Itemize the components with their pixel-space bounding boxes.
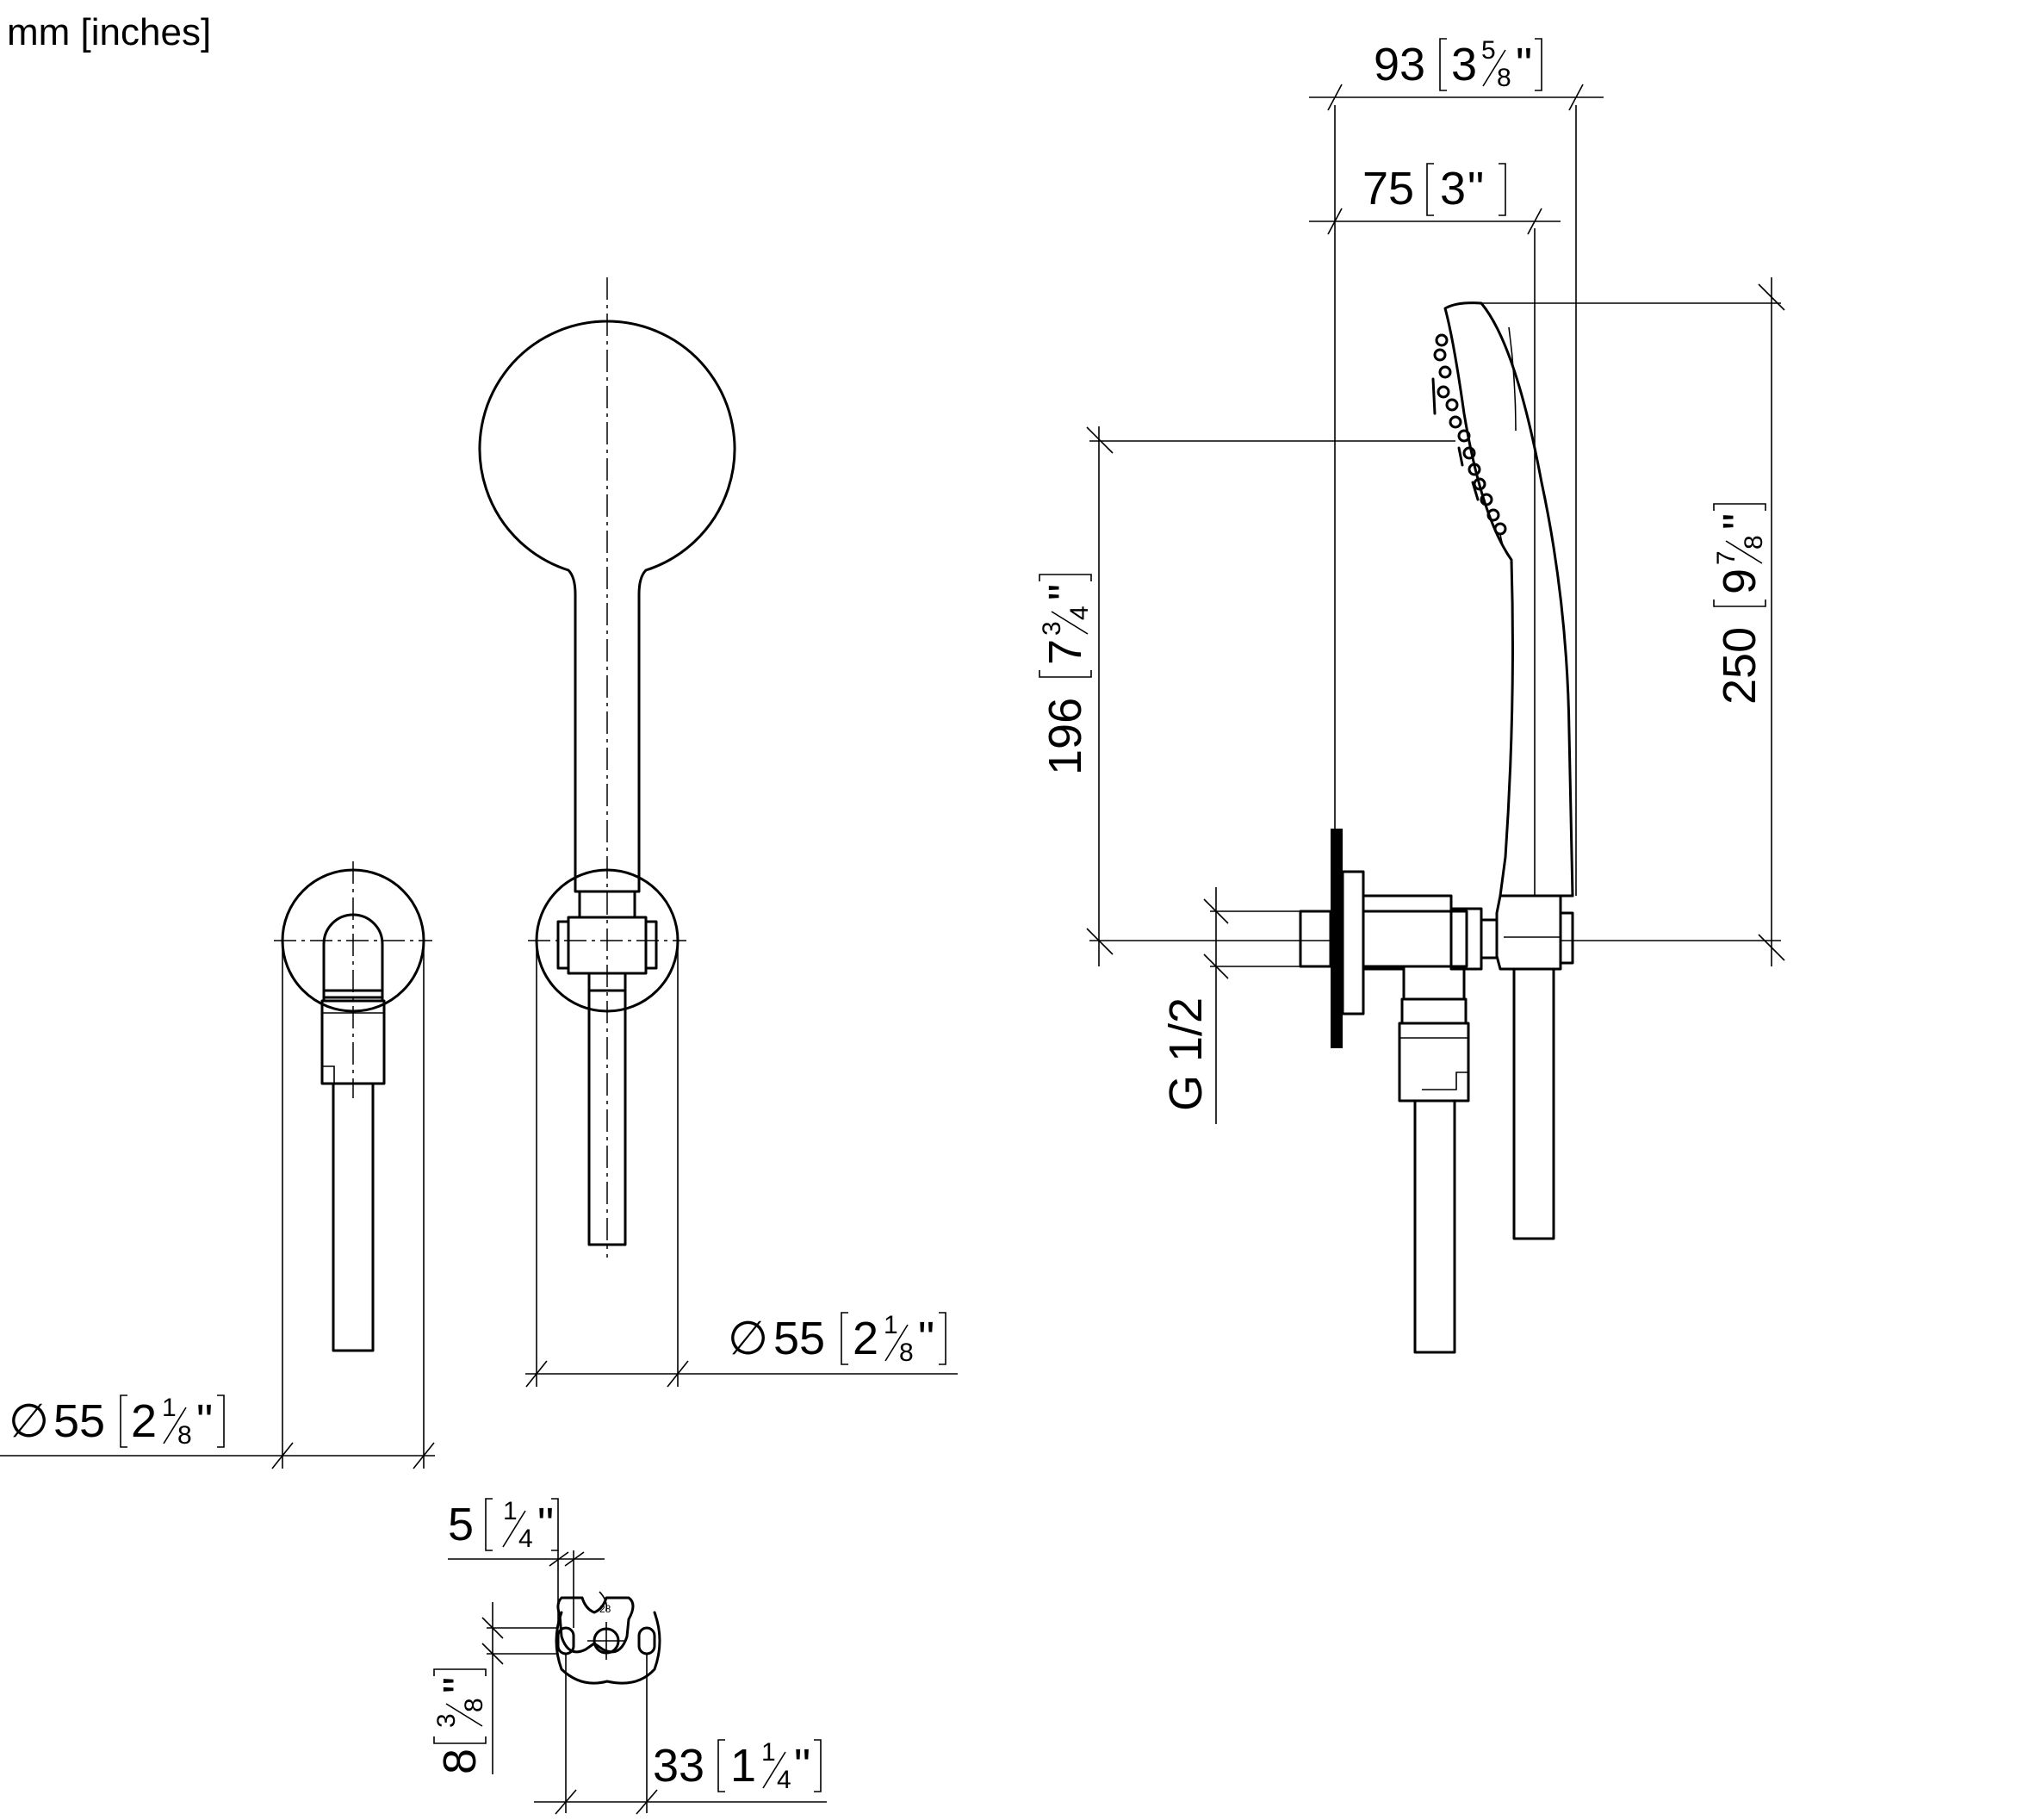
dim-dia-left-den: 8 <box>177 1421 192 1450</box>
dim-dia-mid-whole: 2 <box>853 1313 878 1364</box>
dim-5-num: 1 <box>503 1497 518 1525</box>
dim-250-whole: 9 <box>1714 568 1765 594</box>
dimension-diameter-left: ∅ 55 2 1 8 " <box>0 941 435 1469</box>
dim-33-mm: 33 <box>653 1740 704 1792</box>
dim-196-quote: " <box>1039 584 1091 600</box>
dim-dia-left-whole: 2 <box>131 1395 157 1447</box>
dim-dia-mid-quote: " <box>918 1313 934 1364</box>
dim-250-mm: 250 <box>1714 627 1765 705</box>
dimension-250mm: 250 9 7 8 " <box>1481 277 1785 966</box>
dim-dia-left-mm: 55 <box>53 1395 105 1447</box>
hose-left <box>332 1082 375 1352</box>
dim-33-den: 4 <box>777 1766 791 1794</box>
dim-dia-mid-sym: ∅ <box>728 1313 768 1364</box>
dim-93-den: 8 <box>1497 64 1511 92</box>
dim-dia-mid-den: 8 <box>899 1339 914 1367</box>
dim-250-quote: " <box>1714 513 1765 530</box>
dim-250-num: 7 <box>1712 550 1741 565</box>
dim-93-num: 5 <box>1481 36 1496 65</box>
dimension-thread: G 1/2 <box>1160 887 1300 1124</box>
dimension-196mm: 196 7 3 4 " <box>1038 426 1455 966</box>
hose-side-down <box>1413 1099 1456 1354</box>
dim-8-num: 3 <box>432 1713 461 1728</box>
dimension-75mm: 75 3 " <box>1309 163 1561 896</box>
dimension-33mm: 33 1 1 4 " <box>534 1654 827 1815</box>
fixing-bracket-view: 28 <box>555 1591 661 1685</box>
dim-8-quote: " <box>434 1677 486 1693</box>
hand-shower-front-view <box>478 277 736 1258</box>
dim-dia-left-num: 1 <box>162 1394 177 1422</box>
svg-text:28: 28 <box>599 1603 611 1615</box>
dimension-diameter-middle: ∅ 55 2 1 8 " <box>525 941 958 1388</box>
dim-8-mm: 8 <box>434 1749 486 1774</box>
dimension-93mm: 93 3 5 8 " <box>1309 36 1604 896</box>
hose-middle <box>587 989 627 1246</box>
dim-75-quote: " <box>1468 163 1484 214</box>
dim-196-whole: 7 <box>1039 639 1091 665</box>
dimension-8mm: 8 3 8 " <box>432 1602 558 1774</box>
units-label: mm [inches] <box>7 11 211 53</box>
wall-outlet-front-view <box>274 861 432 1352</box>
dim-dia-left-quote: " <box>196 1395 213 1447</box>
spray-nozzles <box>1431 333 1507 536</box>
dim-93-mm: 93 <box>1374 39 1425 90</box>
dim-33-num: 1 <box>761 1738 776 1767</box>
dim-dia-mid-mm: 55 <box>773 1313 825 1364</box>
dim-196-den: 4 <box>1065 606 1094 620</box>
dim-dia-left-sym: ∅ <box>9 1395 49 1447</box>
side-view <box>1299 301 1574 1354</box>
dim-196-mm: 196 <box>1039 698 1091 775</box>
dim-33-whole: 1 <box>730 1740 756 1792</box>
dim-93-quote: " <box>1516 39 1532 90</box>
dim-196-num: 3 <box>1038 621 1066 636</box>
dim-8-den: 8 <box>460 1698 488 1712</box>
dim-93-whole: 3 <box>1451 39 1477 90</box>
dim-75-whole: 3 <box>1440 163 1466 214</box>
dim-5-mm: 5 <box>448 1499 474 1550</box>
dim-thread-label: G 1/2 <box>1160 997 1212 1111</box>
dim-dia-mid-num: 1 <box>884 1311 898 1339</box>
dimension-5mm: 5 1 4 " <box>448 1497 605 1628</box>
dim-75-mm: 75 <box>1362 163 1414 214</box>
dim-5-den: 4 <box>518 1525 533 1553</box>
hose-side-shower <box>1512 967 1555 1240</box>
dim-250-den: 8 <box>1740 535 1768 550</box>
dim-33-quote: " <box>794 1740 810 1792</box>
dim-5-quote: " <box>537 1499 554 1550</box>
